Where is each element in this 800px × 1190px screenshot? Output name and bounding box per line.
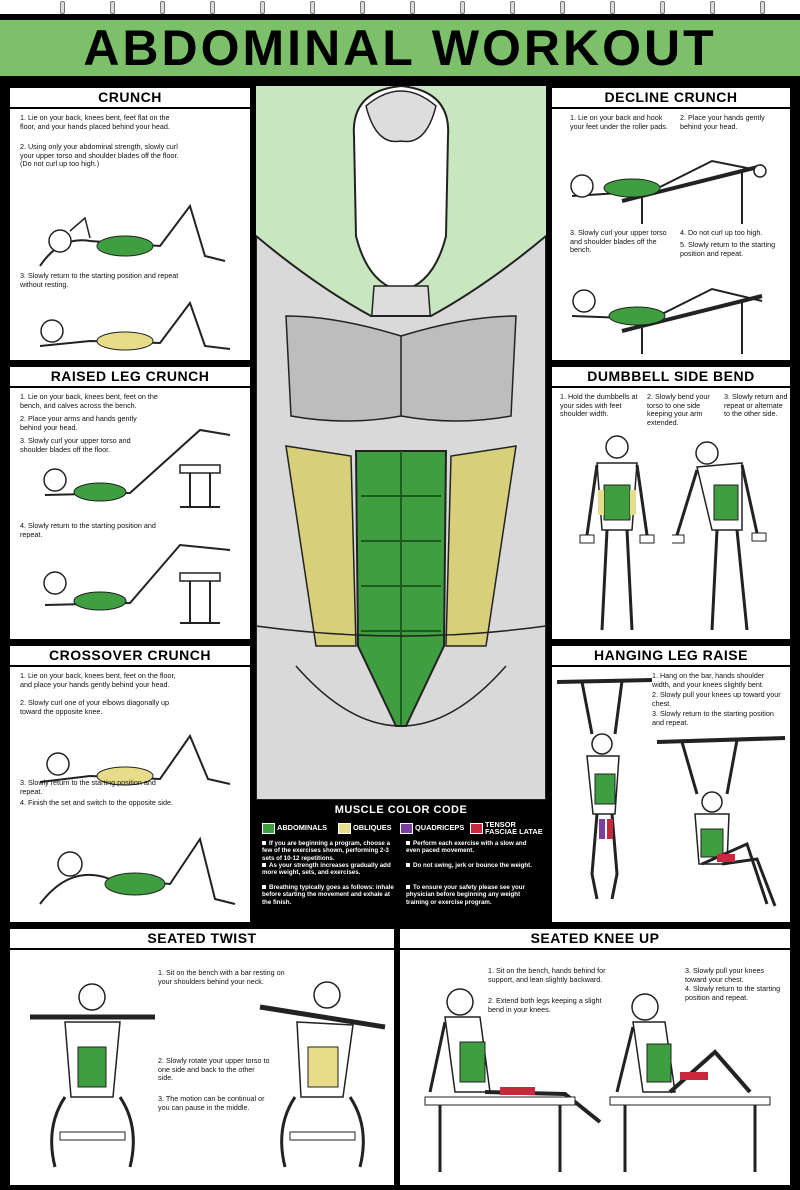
- step-text: 2. Slowly curl one of your elbows diagon…: [20, 698, 170, 716]
- panel-title: CROSSOVER CRUNCH: [10, 644, 250, 667]
- raised-leg-figure-2: [43, 543, 231, 624]
- crossover-figure-2: [39, 836, 236, 905]
- crossover-figure-1: [39, 733, 231, 786]
- step-text: 2. Slowly bend your torso to one side ke…: [647, 392, 710, 427]
- step-text: 2. Extend both legs keeping a slight ben…: [488, 996, 602, 1014]
- panel-crossover-crunch: CROSSOVER CRUNCH 1. Lie on your back, kn…: [10, 644, 250, 922]
- step-text: 2. Slowly pull your knees up toward your…: [652, 690, 781, 708]
- panel-title: HANGING LEG RAISE: [552, 644, 790, 667]
- tip: Do not swing, jerk or bounce the weight.: [406, 862, 540, 869]
- decline-figure-1: [570, 159, 767, 224]
- quadriceps-swatch: [400, 823, 413, 834]
- side-bend-figure-1: [579, 435, 655, 631]
- side-bend-figure-2: [672, 441, 767, 631]
- panel-title: RAISED LEG CRUNCH: [10, 365, 250, 388]
- step-text: 1. Lie on your back, knees bent, feet on…: [20, 392, 158, 410]
- seated-knee-figure-1: [424, 988, 602, 1172]
- step-text: 3. The motion can be continual or you ca…: [158, 1094, 265, 1112]
- step-text: 3. Slowly return to the starting positio…: [652, 709, 774, 727]
- step-text: 1. Hang on the bar, hands shoulder width…: [652, 671, 765, 689]
- tip: As your strength increases gradually add…: [262, 862, 391, 877]
- crunch-figure-1: [39, 203, 226, 267]
- step-text: 2. Place your arms and hands gently behi…: [20, 414, 137, 432]
- panel-dumbbell-side-bend: DUMBBELL SIDE BEND 1. Hold the dumbbells…: [552, 365, 790, 639]
- step-text: 1. Lie on your back, knees bent, feet on…: [20, 671, 176, 689]
- step-text: 3. Slowly curl your upper torso and shou…: [570, 228, 667, 255]
- tensor-swatch: [470, 823, 483, 834]
- tip: To ensure your safety please see your ph…: [406, 884, 525, 906]
- tip: If you are beginning a program, choose a…: [262, 840, 391, 862]
- obliques-swatch: [338, 823, 351, 834]
- panel-title: SEATED TWIST: [10, 927, 394, 950]
- torso-figure: [256, 86, 546, 800]
- step-text: 2. Using only your abdominal strength, s…: [20, 142, 179, 169]
- step-text: 3. Slowly return and repeat or alternate…: [724, 392, 788, 419]
- step-text: 3. Slowly return to the starting positio…: [20, 271, 179, 289]
- tip: Perform each exercise with a slow and ev…: [406, 840, 527, 855]
- step-text: 3. Slowly pull your knees toward your ch…: [685, 966, 765, 984]
- panel-title: DECLINE CRUNCH: [552, 86, 790, 109]
- panel-title: DUMBBELL SIDE BEND: [552, 365, 790, 388]
- panel-decline-crunch: DECLINE CRUNCH 1. Lie on your back and h…: [552, 86, 790, 360]
- seated-twist-figure-2: [259, 981, 386, 1168]
- panel-seated-knee-up: SEATED KNEE UP 1. Sit on the bench, hand…: [400, 927, 790, 1185]
- step-text: 2. Place your hands gently behind your h…: [680, 113, 765, 131]
- tip: Breathing typically goes as follows: inh…: [262, 884, 394, 906]
- panel-title: CRUNCH: [10, 86, 250, 109]
- step-text: 1. Sit on the bench with a bar resting o…: [158, 968, 285, 986]
- legend-row: ABDOMINALS OBLIQUES QUADRICEPS TENSOR FA…: [262, 820, 543, 836]
- hanging-figure-2: [657, 736, 786, 907]
- step-text: 1. Sit on the bench, hands behind for su…: [488, 966, 606, 984]
- step-text: 4. Slowly return to the starting positio…: [685, 984, 781, 1002]
- legend-label: TENSOR FASCIAE LATAE: [485, 820, 543, 836]
- panel-seated-twist: SEATED TWIST 1. Sit on the bench with a …: [10, 927, 394, 1185]
- legend-label: ABDOMINALS: [277, 823, 328, 832]
- step-text: 1. Lie on your back and hook your feet u…: [570, 113, 668, 131]
- step-text: 1. Hold the dumbbells at your sides with…: [560, 392, 638, 419]
- binding-rings: [0, 0, 800, 14]
- legend-label: QUADRICEPS: [415, 823, 465, 832]
- panel-hanging-leg-raise: HANGING LEG RAISE 1. Hang on the bar, ha…: [552, 644, 790, 922]
- legend-label: OBLIQUES: [353, 823, 392, 832]
- crunch-figure-2: [39, 300, 231, 351]
- seated-twist-figure-1: [30, 983, 155, 1168]
- panel-raised-leg-crunch: RAISED LEG CRUNCH 1. Lie on your back, k…: [10, 365, 250, 639]
- panel-title: SEATED KNEE UP: [400, 927, 790, 950]
- poster-title: ABDOMINAL WORKOUT: [0, 20, 800, 76]
- hanging-figure-1: [557, 678, 653, 900]
- anatomy-illustration: [256, 86, 546, 800]
- muscle-color-code: MUSCLE COLOR CODE ABDOMINALS OBLIQUES QU…: [256, 800, 546, 922]
- raised-leg-figure-1: [43, 428, 231, 508]
- step-text: 3. Slowly return to the starting positio…: [20, 778, 156, 796]
- step-text: 4. Finish the set and switch to the oppo…: [20, 798, 174, 807]
- color-code-title: MUSCLE COLOR CODE: [334, 804, 468, 816]
- step-text: 4. Do not curl up too high.: [680, 228, 763, 237]
- step-text: 2. Slowly rotate your upper torso to one…: [158, 1056, 270, 1083]
- seated-knee-figure-2: [609, 993, 771, 1172]
- abdominals-swatch: [262, 823, 275, 834]
- decline-figure-2: [571, 287, 763, 354]
- step-text: 4. Slowly return to the starting positio…: [20, 521, 156, 539]
- step-text: 1. Lie on your back, knees bent, feet fl…: [20, 113, 170, 131]
- step-text: 5. Slowly return to the starting positio…: [680, 240, 776, 258]
- step-text: 3. Slowly curl your upper torso and shou…: [20, 436, 131, 454]
- panel-crunch: CRUNCH 1. Lie on your back, knees bent, …: [10, 86, 250, 360]
